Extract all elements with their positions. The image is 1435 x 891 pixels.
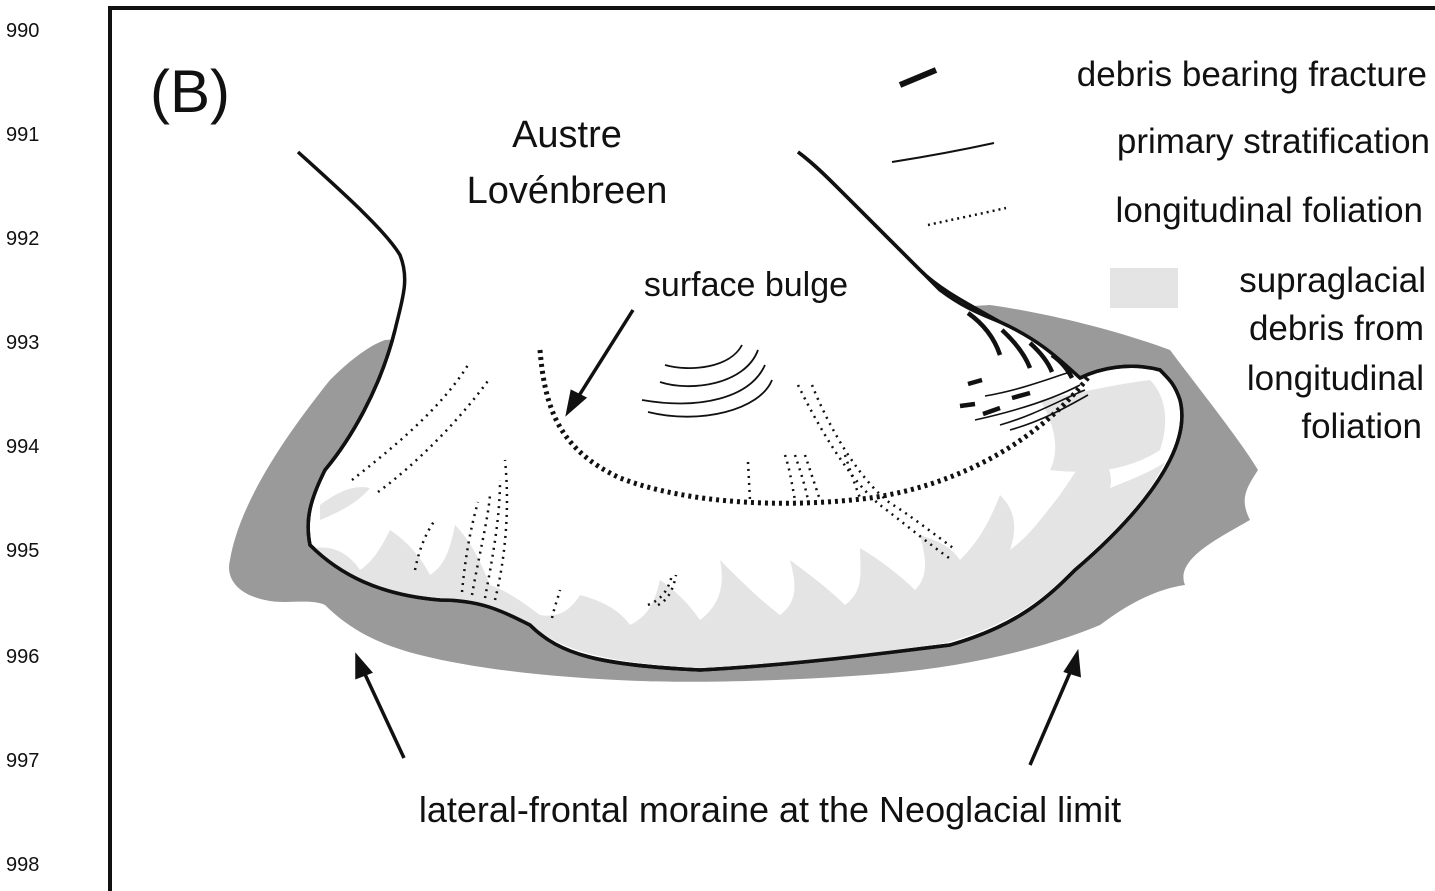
legend-debris-swatch (1110, 268, 1178, 308)
left-moraine-arrow (363, 670, 404, 758)
moraine-label: lateral-frontal moraine at the Neoglacia… (419, 789, 1121, 830)
legend-fracture-text: debris bearing fracture (1077, 55, 1427, 94)
legend-debris-text-3: longitudinal (1247, 359, 1424, 398)
glacier-name-line2: Lovénbreen (467, 170, 668, 212)
legend-debris-text-2: debris from (1249, 309, 1424, 348)
legend-debris-text-1: supraglacial (1239, 261, 1426, 300)
legend-stratification-symbol (892, 143, 994, 162)
legend-stratification-text: primary stratification (1117, 122, 1430, 161)
right-moraine-arrow (1030, 668, 1072, 765)
legend-foliation-symbol (928, 208, 1006, 225)
arrowhead (357, 657, 370, 677)
arrowhead (1066, 654, 1079, 675)
legend-fracture-symbol (900, 70, 936, 85)
glacier-name-line1: Austre (512, 114, 622, 156)
surface-bulge-label: surface bulge (644, 266, 848, 304)
legend (892, 70, 1178, 308)
legend-debris-text-4: foliation (1301, 407, 1422, 446)
panel-label: (B) (150, 58, 230, 125)
legend-foliation-text: longitudinal foliation (1116, 191, 1423, 230)
